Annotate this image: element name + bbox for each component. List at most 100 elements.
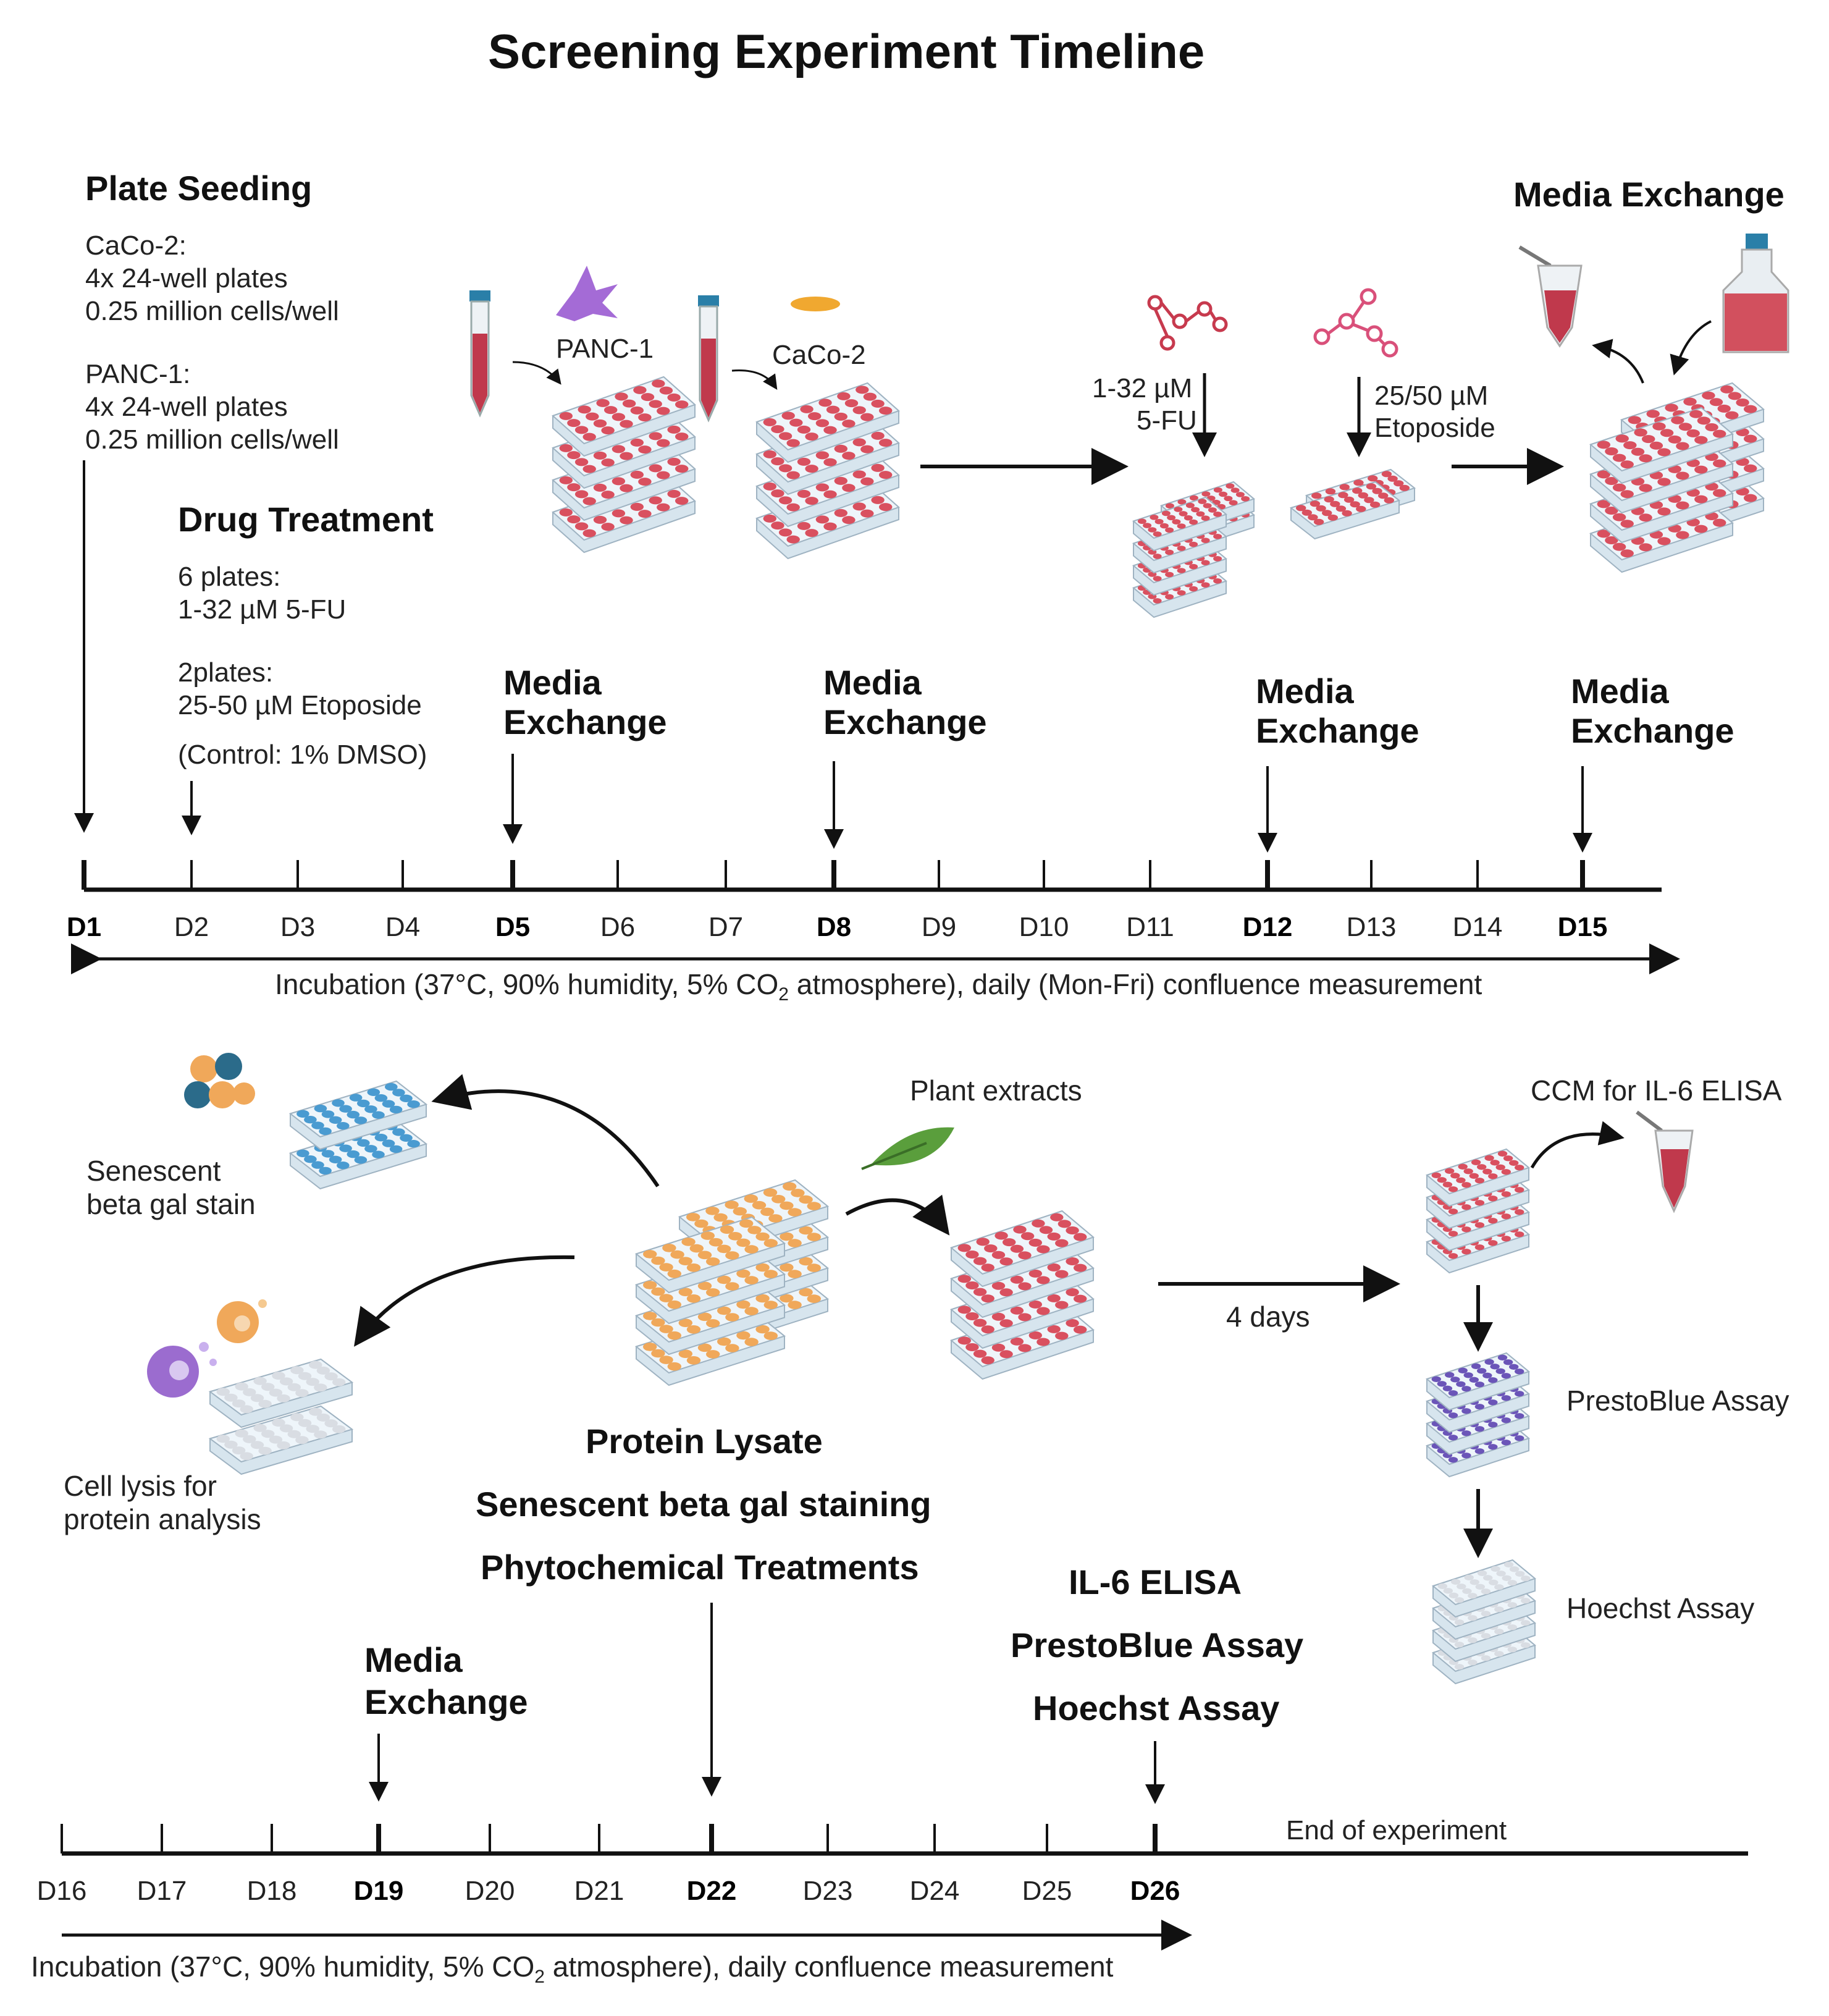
top-day-label-d4: D4 xyxy=(385,912,421,942)
hoechst-assay-label: Hoechst Assay xyxy=(1033,1689,1280,1727)
media-stack-back-plate-2 xyxy=(1620,411,1765,489)
media-exchange-d15-line-2: Exchange xyxy=(1571,711,1734,750)
bottom-incubation-pre: Incubation (37°C, 90% humidity, 5% CO xyxy=(31,1951,535,1983)
prestoblue-assay-label: PrestoBlue Assay xyxy=(1011,1626,1304,1664)
eppendorf-tube-icon xyxy=(1518,245,1583,348)
drug-line-3: 2plates: xyxy=(178,657,274,688)
drug-treatment-heading: Drug Treatment xyxy=(178,500,434,539)
caco2-line-3: 0.25 million cells/well xyxy=(85,296,339,326)
lysis-stack-plate-1 xyxy=(208,1358,354,1428)
caco2-line-2: 4x 24-well plates xyxy=(85,263,288,293)
media-stack-back-plate-4 xyxy=(1620,471,1765,549)
to-plant-arrow xyxy=(845,1194,950,1236)
plant-extracts-label: Plant extracts xyxy=(910,1074,1082,1107)
5fu-stack-front-plate-2 xyxy=(1132,518,1228,574)
hoechst-stack-plate-2 xyxy=(1431,1581,1537,1640)
prestoblue-stack-plate-2 xyxy=(1425,1374,1531,1433)
bottom-day-label-d21: D21 xyxy=(574,1876,624,1906)
ccm-label: CCM for IL-6 ELISA xyxy=(1531,1074,1782,1107)
top-day-label-d6: D6 xyxy=(600,912,636,942)
caco2-cell-icon xyxy=(791,297,840,311)
caco2-label: CaCo-2 xyxy=(772,340,866,370)
top-incubation-sub: 2 xyxy=(778,984,789,1005)
drug-line-1: 6 plates: xyxy=(178,562,281,592)
plant-stack-plate-3 xyxy=(949,1272,1095,1349)
media-bottle-icon xyxy=(1722,234,1789,353)
senescent-cells-icon xyxy=(184,1053,255,1108)
etoposide-dose-line-2: Etoposide xyxy=(1374,413,1495,443)
media-exchange-d12-line-2: Exchange xyxy=(1256,711,1419,750)
ccm-stack-plate-1 xyxy=(1425,1148,1531,1207)
phytochemical-treatments-label: Phytochemical Treatments xyxy=(481,1548,919,1587)
lysis-cells-icon xyxy=(147,1299,267,1398)
top-day-label-d12: D12 xyxy=(1242,912,1293,942)
top-timeline-ticks xyxy=(82,860,1585,890)
il6-elisa-label: IL-6 ELISA xyxy=(1069,1563,1242,1601)
media-exchange-d19-line-2: Exchange xyxy=(364,1682,528,1721)
media-exchange-illustration-label: Media Exchange xyxy=(1513,175,1785,214)
etoposide-stack-back-plate-1 xyxy=(1305,468,1416,528)
caco2-stack-plate-4 xyxy=(755,478,900,560)
bottom-day-label-d19: D19 xyxy=(353,1876,404,1906)
ccm-stack-plate-2 xyxy=(1425,1170,1531,1229)
bottom-day-label-d25: D25 xyxy=(1022,1876,1072,1906)
bottom-day-label-d18: D18 xyxy=(246,1876,297,1906)
prestoblue-stack-plate-1 xyxy=(1425,1352,1531,1411)
ccm-stack-plate-4 xyxy=(1425,1215,1531,1274)
top-day-label-d2: D2 xyxy=(174,912,209,942)
lysis-stack-plate-2 xyxy=(208,1405,354,1475)
senescent-stack-plate-2 xyxy=(288,1120,428,1190)
media-stack-front-plate-1 xyxy=(1589,407,1734,484)
drug-line-4: 25-50 µM Etoposide xyxy=(178,690,422,720)
5fu-stack-front-plate-4 xyxy=(1132,563,1228,618)
bottom-day-label-d22: D22 xyxy=(686,1876,737,1906)
media-in-arrow xyxy=(1670,320,1712,376)
to-lysis-arrow xyxy=(354,1255,575,1347)
senescent-stack-plate-1 xyxy=(288,1080,428,1150)
plant-stack-plate-1 xyxy=(949,1210,1095,1288)
orange-stack-back-plate-4 xyxy=(678,1272,830,1349)
diagram-title: Screening Experiment Timeline xyxy=(488,24,1205,78)
panc1-stack-plate-4 xyxy=(552,472,696,554)
media-exchange-d8-line-1: Media xyxy=(823,663,922,702)
bottom-day-label-d16: D16 xyxy=(36,1876,87,1906)
cell-lysis-label-line-1: Cell lysis for xyxy=(64,1470,217,1502)
four-days-label: 4 days xyxy=(1226,1301,1310,1333)
hoechst-side-label: Hoechst Assay xyxy=(1566,1592,1755,1624)
senescent-staining-label: Senescent beta gal staining xyxy=(476,1485,931,1524)
orange-stack-front-plate-3 xyxy=(634,1278,786,1356)
drug-line-2: 1-32 µM 5-FU xyxy=(178,594,347,625)
top-day-label-d11: D11 xyxy=(1126,912,1174,942)
prestoblue-stack-plate-4 xyxy=(1425,1419,1531,1478)
orange-stack-back-plate-1 xyxy=(678,1179,830,1257)
plate-seeding-heading: Plate Seeding xyxy=(85,169,313,208)
bottom-day-label-d20: D20 xyxy=(465,1876,515,1906)
senescent-label-line-1: Senescent xyxy=(86,1155,221,1187)
prestoblue-stack-plate-3 xyxy=(1425,1396,1531,1456)
ccm-stack-plate-3 xyxy=(1425,1192,1531,1252)
panc1-line-1: PANC-1: xyxy=(85,359,191,389)
top-day-label-d9: D9 xyxy=(921,912,957,942)
ccm-tube-icon xyxy=(1636,1110,1694,1213)
5fu-stack-front-plate-3 xyxy=(1132,541,1228,596)
top-day-label-d10: D10 xyxy=(1019,912,1069,942)
fu-dose-line-2: 5-FU xyxy=(1137,405,1197,436)
top-incubation-post: atmosphere), daily (Mon-Fri) confluence … xyxy=(788,968,1482,1000)
top-incubation-pre: Incubation (37°C, 90% humidity, 5% CO xyxy=(275,968,779,1000)
top-day-label-d3: D3 xyxy=(280,912,316,942)
bottom-day-label-d17: D17 xyxy=(137,1876,187,1906)
orange-stack-front-plate-4 xyxy=(634,1309,786,1386)
5fu-stack-front-plate-1 xyxy=(1132,496,1228,552)
cell-lysis-label-line-2: protein analysis xyxy=(64,1503,261,1535)
media-exchange-d5-line-2: Exchange xyxy=(503,702,667,741)
caco2-line-1: CaCo-2: xyxy=(85,230,187,261)
media-exchange-d15-line-1: Media xyxy=(1571,672,1669,711)
ccm-arrow xyxy=(1530,1121,1625,1169)
top-day-label-d14: D14 xyxy=(1452,912,1503,942)
bottom-plate-stacks xyxy=(208,1080,1537,1685)
caco2-stack-plate-2 xyxy=(755,414,900,496)
caco2-stack-plate-1 xyxy=(755,382,900,463)
protein-lysate-label: Protein Lysate xyxy=(586,1422,823,1461)
bottom-incubation-text: Incubation (37°C, 90% humidity, 5% CO2 a… xyxy=(31,1950,1113,1988)
